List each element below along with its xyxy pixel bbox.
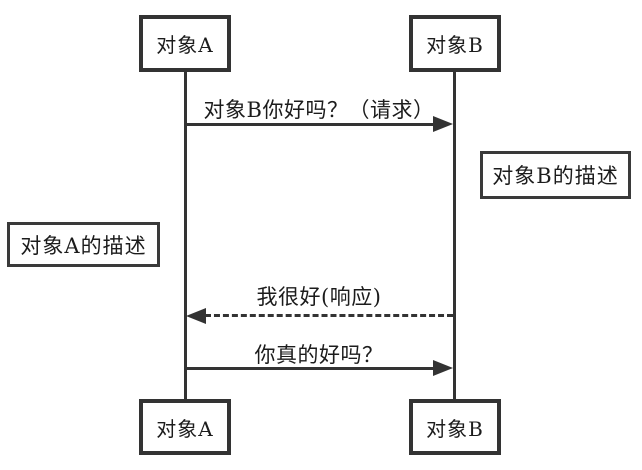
object-a-top-box: 对象A bbox=[139, 15, 231, 72]
message-2-arrowhead-icon bbox=[186, 308, 206, 324]
message-3-arrowhead-icon bbox=[433, 360, 453, 376]
object-a-bottom-label: 对象A bbox=[156, 416, 214, 441]
object-b-description-box: 对象B的描述 bbox=[480, 151, 631, 199]
lifeline-b bbox=[453, 71, 456, 400]
object-a-bottom-box: 对象A bbox=[139, 399, 231, 455]
message-1-line bbox=[185, 123, 435, 126]
object-a-description-box: 对象A的描述 bbox=[7, 222, 160, 267]
message-2-label: 我很好(响应) bbox=[256, 285, 382, 309]
object-b-top-label: 对象B bbox=[426, 33, 484, 57]
object-b-top-box: 对象B bbox=[409, 15, 501, 72]
object-b-description-label: 对象B的描述 bbox=[492, 164, 619, 188]
lifeline-a bbox=[184, 71, 187, 400]
message-2-line bbox=[205, 314, 453, 317]
object-a-description-label: 对象A的描述 bbox=[20, 233, 147, 258]
object-b-bottom-label: 对象B bbox=[426, 416, 484, 441]
message-3-line bbox=[185, 367, 435, 370]
object-b-bottom-box: 对象B bbox=[409, 399, 501, 455]
object-a-top-label: 对象A bbox=[156, 33, 214, 57]
message-1-arrowhead-icon bbox=[433, 116, 453, 132]
message-1-label: 对象B你好吗？（请求） bbox=[203, 98, 435, 122]
message-3-label: 你真的好吗？ bbox=[254, 343, 384, 367]
